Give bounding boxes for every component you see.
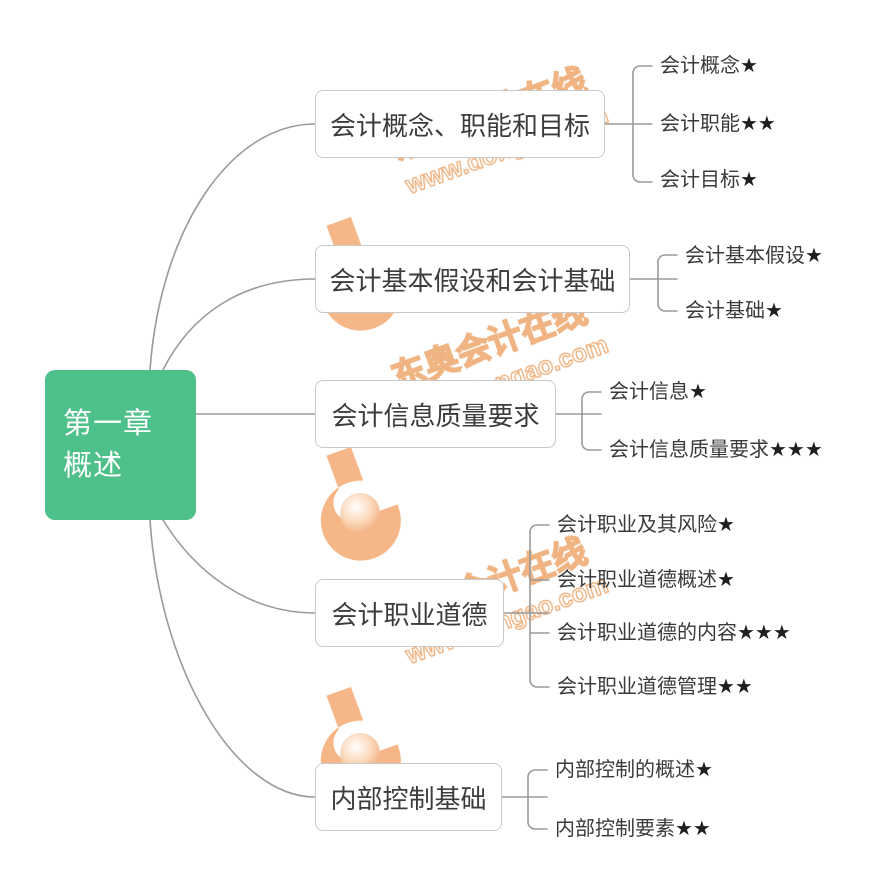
leaf-text-3-1: 会计信息 [609, 381, 689, 403]
bracket-branch-5 [527, 769, 548, 830]
leaf-stars-5-2: ★★ [675, 818, 711, 840]
bracket-branch-4 [529, 524, 550, 688]
branch-node-4[interactable]: 会计职业道德 [315, 579, 504, 647]
leaf-text-1-2: 会计职能 [660, 113, 740, 135]
leaf-stars-2-1: ★ [805, 245, 823, 267]
leaf-text-3-2: 会计信息质量要求 [609, 439, 769, 461]
bracket-branch-1 [632, 65, 653, 183]
leaf-label-4-1[interactable]: 会计职业及其风险★ [557, 515, 735, 535]
curve-root-to-branch-5 [149, 519, 316, 798]
leaf-text-2-1: 会计基本假设 [685, 245, 805, 267]
leaf-label-4-4[interactable]: 会计职业道德管理★★ [557, 677, 753, 697]
leaf-text-2-2: 会计基础 [685, 300, 765, 322]
root-title-line-1: 第一章 [63, 407, 154, 440]
leaf-stars-4-2: ★ [717, 569, 735, 591]
leaf-label-4-3[interactable]: 会计职业道德的内容★★★ [557, 623, 791, 643]
leaf-label-5-1[interactable]: 内部控制的概述★ [555, 760, 713, 780]
branch-node-1-label: 会计概念、职能和目标 [329, 110, 590, 141]
curve-root-to-branch-1 [149, 123, 316, 371]
leaf-label-5-2[interactable]: 内部控制要素★★ [555, 819, 711, 839]
leaf-text-5-1: 内部控制的概述 [555, 759, 695, 781]
branch-node-3-label: 会计信息质量要求 [331, 400, 540, 431]
leaf-stars-1-1: ★ [740, 55, 758, 77]
leaf-text-5-2: 内部控制要素 [555, 818, 675, 840]
branch-node-5[interactable]: 内部控制基础 [315, 763, 502, 831]
leaf-label-2-2[interactable]: 会计基础★ [685, 301, 783, 321]
leaf-label-3-2[interactable]: 会计信息质量要求★★★ [609, 440, 823, 460]
root-node[interactable]: 第一章 概述 [45, 370, 196, 520]
branch-node-3[interactable]: 会计信息质量要求 [315, 380, 556, 448]
branch-node-2-label: 会计基本假设和会计基础 [329, 265, 616, 296]
branch-node-1[interactable]: 会计概念、职能和目标 [315, 90, 605, 158]
leaf-stars-3-1: ★ [689, 381, 707, 403]
branch-node-4-label: 会计职业道德 [331, 599, 488, 630]
leaf-stars-5-1: ★ [695, 759, 713, 781]
leaf-stars-4-1: ★ [717, 514, 735, 536]
leaf-stars-4-4: ★★ [717, 676, 753, 698]
branch-node-2[interactable]: 会计基本假设和会计基础 [315, 245, 630, 313]
leaf-text-4-3: 会计职业道德的内容 [557, 622, 737, 644]
leaf-stars-1-3: ★ [740, 169, 758, 191]
bracket-branch-2 [657, 254, 678, 312]
leaf-label-3-1[interactable]: 会计信息★ [609, 382, 707, 402]
leaf-text-1-1: 会计概念 [660, 55, 740, 77]
leaf-stars-1-2: ★★ [740, 113, 776, 135]
leaf-label-1-3[interactable]: 会计目标★ [660, 170, 758, 190]
leaf-text-4-1: 会计职业及其风险 [557, 514, 717, 536]
leaf-text-1-3: 会计目标 [660, 169, 740, 191]
leaf-label-4-2[interactable]: 会计职业道德概述★ [557, 570, 735, 590]
leaf-label-1-2[interactable]: 会计职能★★ [660, 114, 776, 134]
leaf-stars-2-2: ★ [765, 300, 783, 322]
leaf-label-1-1[interactable]: 会计概念★ [660, 56, 758, 76]
root-title-line-2: 概述 [63, 450, 124, 482]
leaf-text-4-2: 会计职业道德概述 [557, 569, 717, 591]
curve-root-to-branch-2 [162, 278, 316, 371]
leaf-stars-3-2: ★★★ [769, 439, 823, 461]
leaf-stars-4-3: ★★★ [737, 622, 791, 644]
curve-root-to-branch-4 [162, 519, 316, 614]
leaf-label-2-1[interactable]: 会计基本假设★ [685, 246, 823, 266]
leaf-text-4-4: 会计职业道德管理 [557, 676, 717, 698]
branch-node-5-label: 内部控制基础 [330, 783, 487, 814]
bracket-branch-3 [581, 391, 602, 451]
